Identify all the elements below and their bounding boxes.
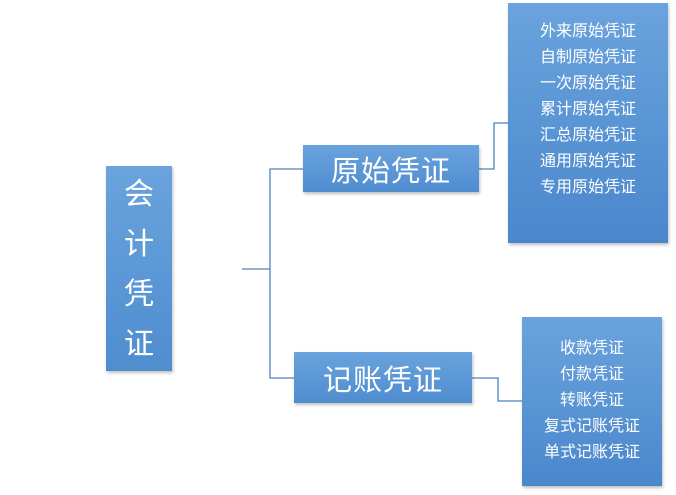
branch-node-bookkeeping-voucher: 记账凭证	[294, 352, 472, 403]
leaf-connector-2	[472, 377, 522, 402]
leaf-list-bookkeeping-voucher: 收款凭证 付款凭证 转账凭证 复式记账凭证 单式记账凭证	[522, 317, 662, 486]
leaf-item: 付款凭证	[559, 364, 624, 383]
leaf-item: 专用原始凭证	[539, 177, 636, 196]
leaf-item: 自制原始凭证	[539, 47, 636, 66]
root-char: 计	[124, 226, 154, 262]
root-char: 证	[124, 326, 154, 362]
leaf-item: 外来原始凭证	[539, 21, 636, 40]
leaf-item: 转账凭证	[559, 390, 624, 409]
leaf-item: 通用原始凭证	[539, 151, 636, 170]
root-node-accounting-voucher: 会 计 凭 证	[106, 166, 172, 371]
leaf-item: 一次原始凭证	[539, 73, 636, 92]
leaf-item: 累计原始凭证	[539, 99, 636, 118]
root-char: 凭	[124, 276, 154, 312]
leaf-item: 复式记账凭证	[543, 416, 640, 435]
leaf-connector-1	[479, 122, 508, 170]
branch-label: 记账凭证	[322, 362, 443, 397]
branch-label: 原始凭证	[330, 153, 451, 188]
root-char: 会	[124, 176, 154, 212]
branch-connector-2	[269, 269, 294, 379]
leaf-item: 单式记账凭证	[543, 442, 640, 461]
leaf-item: 收款凭证	[559, 338, 624, 357]
branch-node-original-voucher: 原始凭证	[303, 145, 479, 192]
leaf-list-original-voucher: 外来原始凭证 自制原始凭证 一次原始凭证 累计原始凭证 汇总原始凭证 通用原始凭…	[508, 3, 668, 243]
leaf-item: 汇总原始凭证	[539, 125, 636, 144]
branch-connector-1	[269, 168, 303, 269]
